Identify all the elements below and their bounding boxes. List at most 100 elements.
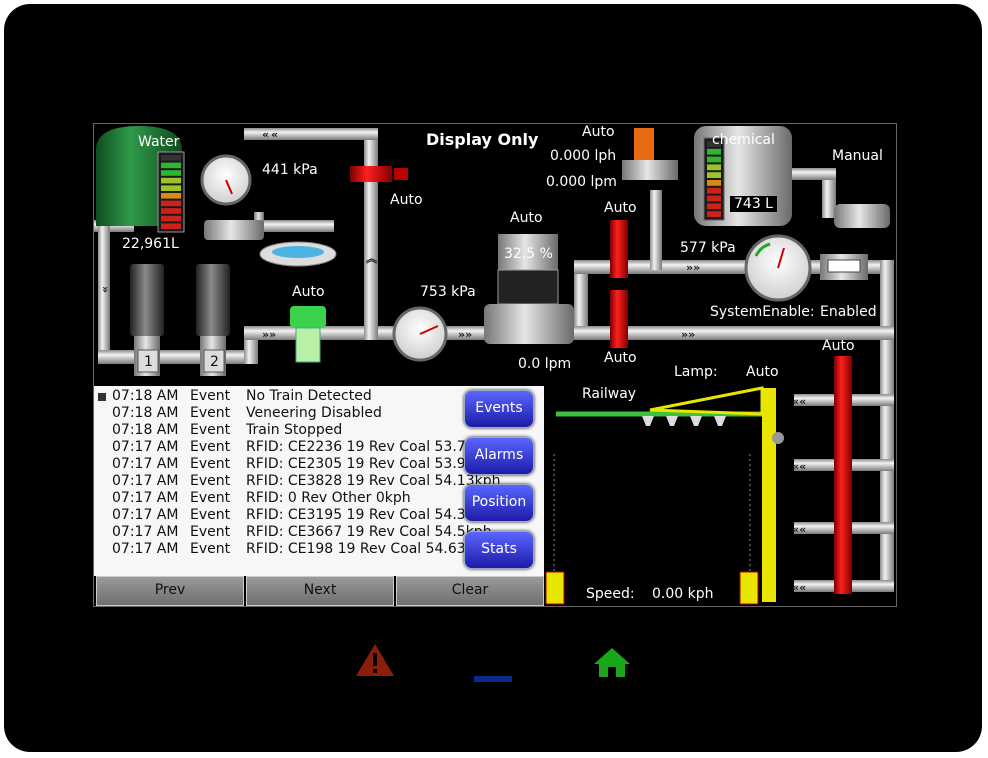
manifold-valves [834, 356, 852, 594]
level-segment [161, 170, 181, 176]
right-valves [610, 220, 628, 348]
right-valve-upper-mode[interactable]: Auto [604, 200, 637, 216]
event-message: Train Stopped [246, 422, 343, 438]
gauge-middle-readout: 753 kPa [420, 284, 476, 300]
hmi-screen: «« » »» »» »» »» «« «« «« «« ︽ [93, 123, 897, 607]
event-type: Event [190, 490, 231, 506]
chem-pump-mode[interactable]: Auto [582, 124, 615, 140]
hardware-warning-button[interactable] [354, 642, 396, 678]
svg-text:»: » [99, 286, 112, 293]
events-button[interactable]: Events [464, 390, 534, 428]
meter-flow: 0.0 lpm [518, 356, 572, 372]
event-time: 07:17 AM [112, 541, 179, 557]
gauge-upper [200, 154, 264, 224]
hardware-minus-button[interactable] [474, 668, 512, 682]
gauge-right-readout: 577 kPa [680, 240, 736, 256]
event-time: 07:17 AM [112, 473, 179, 489]
event-type: Event [190, 524, 231, 540]
event-time: 07:17 AM [112, 524, 179, 540]
level-segment [161, 200, 181, 207]
event-type: Event [190, 405, 231, 421]
level-segment [707, 141, 721, 147]
level-segment [707, 164, 721, 171]
pump-1 [130, 264, 164, 376]
svg-text:««: «« [792, 395, 806, 408]
event-message: RFID: CE3828 19 Rev Coal 54.13kph [246, 473, 501, 489]
level-segment [161, 177, 181, 184]
event-time: 07:17 AM [112, 490, 179, 506]
level-segment [707, 156, 721, 163]
level-segment [707, 187, 721, 194]
chem-pump-flow-1: 0.000 lph [550, 148, 617, 164]
inline-strainer [820, 254, 868, 280]
system-enable-value[interactable]: Enabled [820, 304, 877, 320]
position-button[interactable]: Position [464, 484, 534, 522]
event-message: RFID: CE3195 19 Rev Coal 54.35kph [246, 507, 501, 523]
pump-2 [196, 264, 230, 376]
chem-outlet-mode[interactable]: Manual [832, 148, 883, 164]
level-segment [707, 195, 721, 202]
clear-button[interactable]: Clear [396, 576, 544, 606]
water-tank [96, 126, 185, 233]
meter-mode[interactable]: Auto [510, 210, 543, 226]
chem-tank-label: chemical [712, 132, 775, 148]
right-valve-lower-mode[interactable]: Auto [604, 350, 637, 366]
water-basin [204, 220, 337, 267]
event-time: 07:17 AM [112, 507, 179, 523]
svg-text:»»: »» [681, 328, 695, 341]
manifold-mode[interactable]: Auto [822, 338, 855, 354]
speed-value: 0.00 kph [652, 586, 714, 602]
system-enable-label: SystemEnable: [710, 304, 815, 320]
chem-outlet-motor [834, 204, 890, 228]
prev-button[interactable]: Prev [96, 576, 244, 606]
hardware-home-button[interactable] [592, 646, 632, 678]
event-message: RFID: CE198 19 Rev Coal 54.63kph [246, 541, 492, 557]
level-segment [707, 180, 721, 186]
filter-mode[interactable]: Auto [292, 284, 325, 300]
svg-text:«: « [262, 128, 269, 141]
top-valve [350, 166, 408, 182]
gauge-upper-readout: 441 kPa [262, 162, 318, 178]
event-message: RFID: 0 Rev Other 0kph [246, 490, 411, 506]
svg-text:««: «« [792, 523, 806, 536]
event-message: RFID: CE2305 19 Rev Coal 53.94kph [246, 456, 501, 472]
selected-marker [98, 393, 106, 401]
lamp-label: Lamp: [674, 364, 718, 380]
level-segment [707, 148, 721, 155]
event-type: Event [190, 439, 231, 455]
warning-icon [356, 644, 394, 676]
event-type: Event [190, 507, 231, 523]
svg-text:»»: »» [458, 328, 472, 341]
railway-label: Railway [582, 386, 637, 402]
event-message: No Train Detected [246, 388, 372, 404]
event-time: 07:17 AM [112, 439, 179, 455]
lamp-mode[interactable]: Auto [746, 364, 779, 380]
event-message: RFID: CE2236 19 Rev Coal 53.71kph [246, 439, 501, 455]
next-button[interactable]: Next [246, 576, 394, 606]
top-valve-mode[interactable]: Auto [390, 192, 423, 208]
pump-1-label: 1 [144, 354, 153, 370]
gauge-right [744, 234, 812, 302]
event-type: Event [190, 473, 231, 489]
level-segment [161, 208, 181, 214]
event-time: 07:18 AM [112, 422, 179, 438]
chemical-pump [622, 128, 678, 180]
stats-button[interactable]: Stats [464, 531, 534, 569]
level-segment [161, 193, 181, 199]
event-type: Event [190, 456, 231, 472]
chem-pump-flow-2: 0.000 lpm [546, 174, 617, 190]
level-segment [161, 185, 181, 191]
event-time: 07:18 AM [112, 388, 179, 404]
meter-percent: 32.5 % [504, 246, 553, 262]
screen-title: Display Only [426, 130, 539, 149]
event-message: RFID: CE3667 19 Rev Coal 54.5kph [246, 524, 492, 540]
railway-scene [545, 386, 784, 605]
process-diagram: «« » »» »» »» »» «« «« «« «« ︽ [94, 126, 894, 605]
event-type: Event [190, 541, 231, 557]
alarms-button[interactable]: Alarms [464, 437, 534, 475]
level-segment [707, 203, 721, 210]
event-log[interactable]: 07:18 AM Event No Train Detected 07:18 AM Ev… [94, 386, 544, 576]
svg-text:︽: ︽ [366, 252, 377, 265]
event-time: 07:18 AM [112, 405, 179, 421]
gauge-middle [392, 306, 448, 362]
